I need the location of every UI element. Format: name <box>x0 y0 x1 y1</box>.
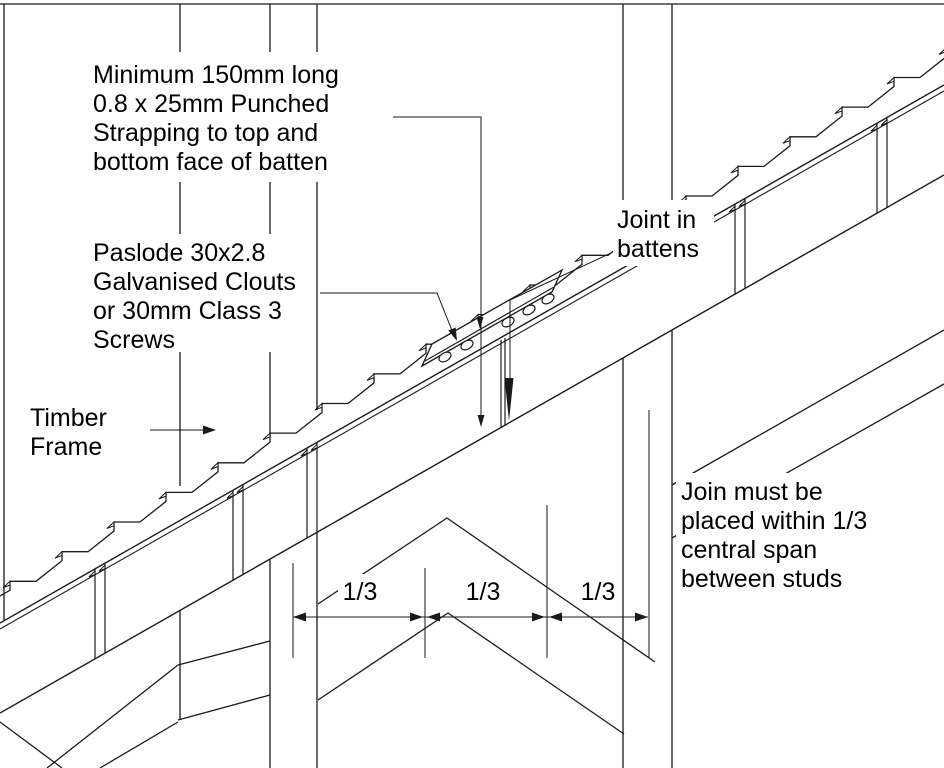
batten-top-edge <box>0 84 944 624</box>
dim-label-mask-2 <box>461 574 505 604</box>
strapping-bottom-arrow <box>477 415 485 427</box>
dim-label-mask-1 <box>338 574 382 604</box>
note-joint-line1: Joint in <box>617 206 696 234</box>
batten-top-arris <box>0 90 944 630</box>
bottom-plate-lines <box>0 640 271 768</box>
fixings-arrow <box>448 327 457 341</box>
note-strapping-line2: 0.8 x 25mm Punched <box>93 90 329 118</box>
frame-arrow <box>203 425 216 435</box>
dimension-arrowheads <box>293 612 648 622</box>
leader-arrowheads <box>203 317 514 435</box>
dimension-group <box>292 410 650 658</box>
dim-label-third-3: 1/3 <box>581 578 616 606</box>
note-joint-line2: battens <box>617 235 699 263</box>
note-strapping-line1: Minimum 150mm long <box>93 61 339 89</box>
note-fixings-line1: Paslode 30x2.8 <box>93 239 265 267</box>
note-join-location-line2: placed within 1/3 <box>681 507 867 535</box>
note-fixings-line3: or 30mm Class 3 <box>93 297 282 325</box>
note-fixings-line2: Galvanised Clouts <box>93 268 296 296</box>
note-join-location-line1: Join must be <box>681 478 823 506</box>
strapping-plate-thickness-edge <box>424 286 555 362</box>
wall-frame-lines <box>0 3 944 768</box>
note-join-location-line3: central span <box>681 536 817 564</box>
dim-label-mask-3 <box>576 574 620 604</box>
batten-bottom-edge <box>0 174 944 714</box>
note-joint: Joint in battens <box>613 200 714 266</box>
batten-face-stud-marks <box>94 117 888 659</box>
stud-lines-lower <box>179 330 673 768</box>
dimension-extension-lines <box>292 410 650 658</box>
note-strapping-mask <box>88 52 345 182</box>
note-strapping-line4: bottom face of batten <box>93 148 328 176</box>
note-frame-line2: Frame <box>30 433 102 461</box>
note-strapping: Minimum 150mm long 0.8 x 25mm Punched St… <box>88 52 345 182</box>
strapping-top-arrow <box>476 317 484 329</box>
joint-arrow <box>504 378 514 421</box>
note-frame-line1: Timber <box>30 404 107 432</box>
note-fixings: Paslode 30x2.8 Galvanised Clouts or 30mm… <box>88 234 300 354</box>
note-join-location-line4: between studs <box>681 565 842 593</box>
note-join-location: Join must be placed within 1/3 central s… <box>676 473 874 598</box>
dim-label-third-1: 1/3 <box>343 578 378 606</box>
note-frame: Timber Frame <box>25 400 132 464</box>
fixings-leader <box>320 292 456 339</box>
note-fixings-line4: Screws <box>93 326 175 354</box>
batten-face-mark-flags <box>88 118 888 578</box>
note-join-location-mask <box>676 473 874 598</box>
dim-label-third-2: 1/3 <box>466 578 501 606</box>
note-fixings-mask <box>88 234 300 352</box>
note-frame-mask <box>25 400 132 464</box>
joint-leader <box>509 252 612 380</box>
dimension-labels: 1/3 1/3 1/3 <box>338 574 620 606</box>
note-joint-mask <box>613 200 714 266</box>
note-strapping-line3: Strapping to top and <box>93 119 318 147</box>
